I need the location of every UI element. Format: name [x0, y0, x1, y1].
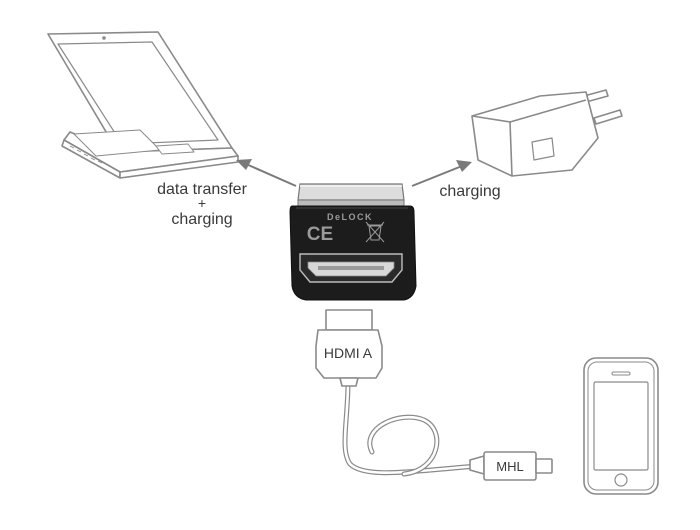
charger-label: charging — [439, 183, 500, 200]
laptop-icon — [47, 31, 239, 179]
mhl-connector — [469, 451, 553, 481]
hdmi-label: HDMI A — [324, 345, 373, 361]
weee-bin-icon — [365, 221, 385, 243]
ce-mark: CE — [307, 224, 333, 245]
laptop-label-line1: data transfer — [157, 181, 248, 198]
mhl-label: MHL — [496, 459, 523, 474]
smartphone-icon — [583, 357, 659, 495]
laptop-label-line2: + — [198, 195, 206, 211]
arrow-to-charger — [411, 160, 472, 187]
usb-mhl-adapter: DeLOCK CE — [289, 183, 417, 301]
wall-charger-icon — [471, 89, 623, 177]
laptop-label-line3: charging — [171, 211, 232, 228]
hdmi-mhl-cable — [342, 379, 493, 477]
hdmi-a-connector — [315, 309, 383, 387]
brand-logo: DeLOCK — [327, 212, 373, 222]
arrow-to-laptop — [236, 159, 297, 187]
